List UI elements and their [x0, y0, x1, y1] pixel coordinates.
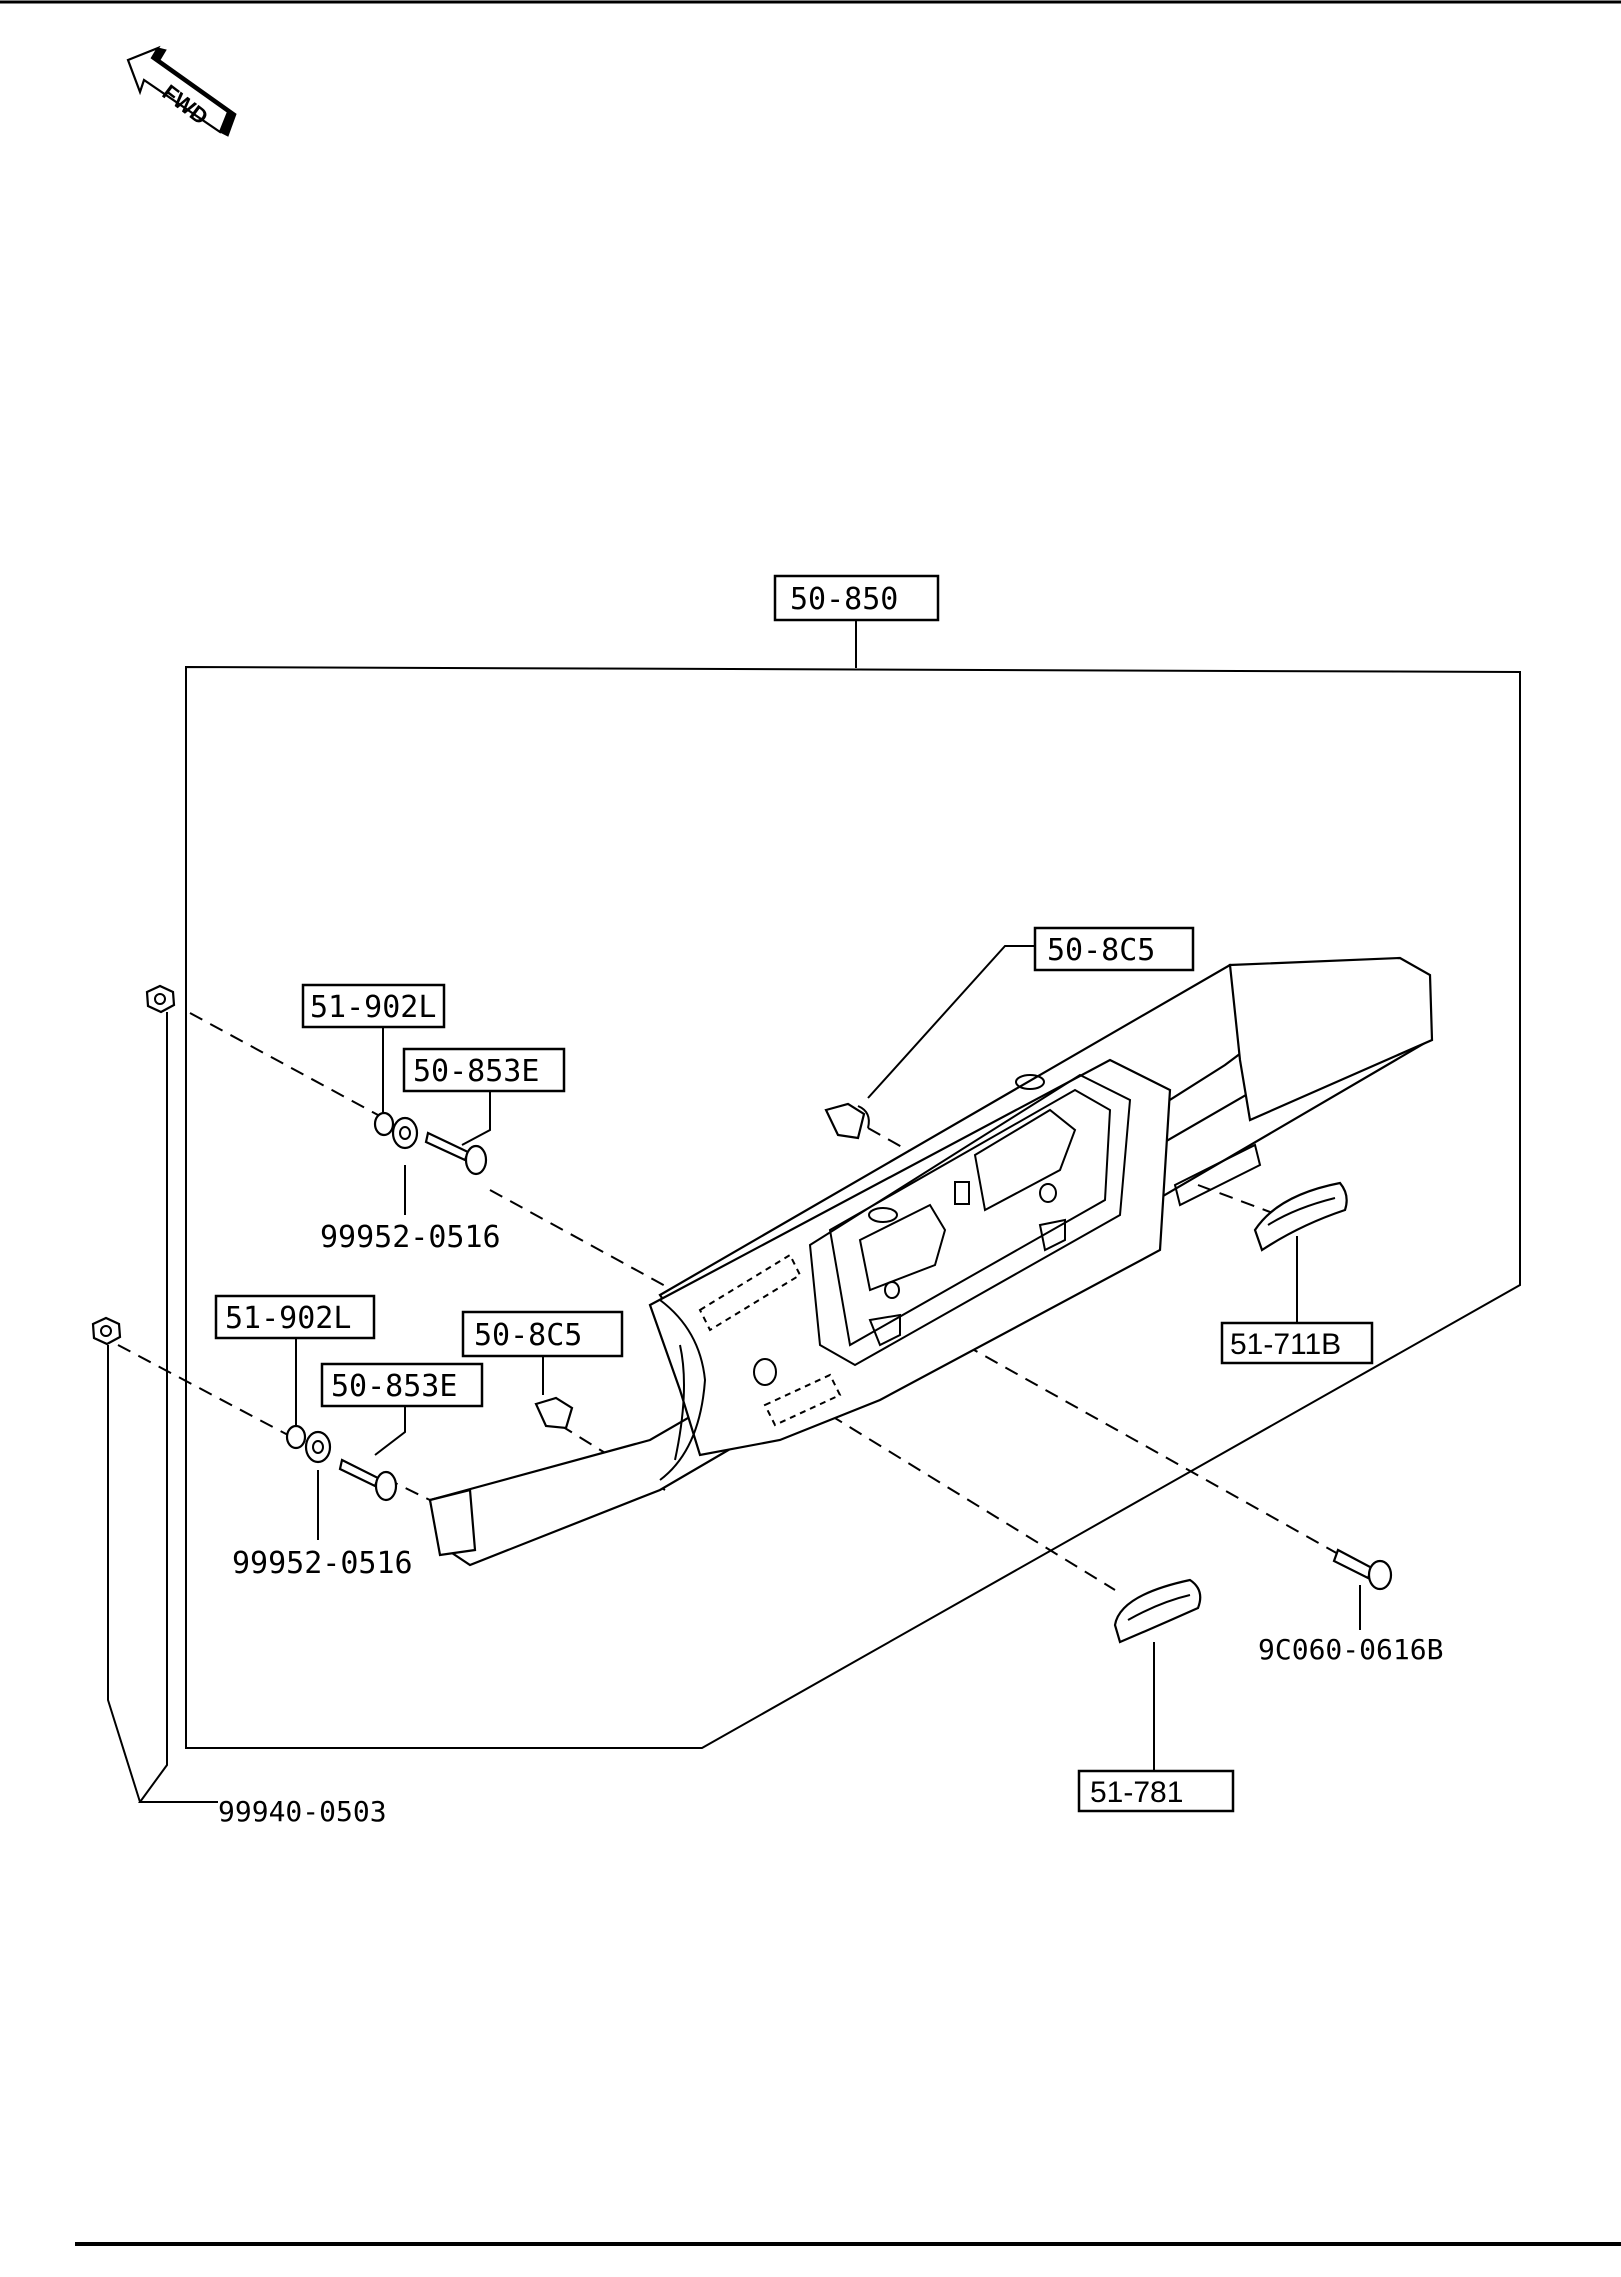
svg-text:50-850: 50-850 [790, 582, 898, 617]
callout-clip-lower[interactable]: 50-8C5 [461, 1310, 624, 1358]
clip-upper-icon [824, 1102, 870, 1140]
svg-text:50-8C5: 50-8C5 [474, 1318, 582, 1353]
svg-text:50-853E: 50-853E [413, 1054, 539, 1089]
callout-washer-upper[interactable]: 51-902L [301, 983, 446, 1029]
leader-lines [107, 945, 1361, 1803]
bolt-right-icon [1332, 1548, 1393, 1591]
assembly-bracket [185, 620, 1521, 1749]
callout-screw-lower[interactable]: 50-853E [320, 1362, 484, 1408]
callout-washer-lower[interactable]: 51-902L [214, 1294, 376, 1340]
washer-upper-icon [373, 1111, 419, 1150]
emblem-bottom-icon [1113, 1578, 1202, 1644]
fwd-arrow-icon: FWD [126, 45, 237, 137]
callout-main-assembly[interactable]: 50-850 [773, 574, 940, 622]
part-number-nuts[interactable]: 99940-0503 [218, 1795, 387, 1828]
svg-text:51-781: 51-781 [1090, 1776, 1183, 1809]
callout-screw-upper[interactable]: 50-853E [402, 1047, 566, 1093]
svg-text:50-8C5: 50-8C5 [1047, 933, 1155, 968]
svg-text:51-902L: 51-902L [310, 990, 436, 1025]
callout-emblem-bottom[interactable]: 51-781 [1077, 1769, 1235, 1813]
part-number-bolt-right[interactable]: 9C060-0616B [1258, 1633, 1443, 1666]
part-number-washer-set-lower[interactable]: 99952-0516 [232, 1546, 413, 1581]
nut-lower-icon [91, 1316, 122, 1346]
clip-lower-icon [534, 1396, 574, 1430]
nut-upper-icon [145, 984, 176, 1014]
svg-text:51-711B: 51-711B [1230, 1328, 1341, 1361]
screw-lower-icon [338, 1458, 398, 1502]
washer-lower-icon [285, 1424, 332, 1464]
callout-clip-upper[interactable]: 50-8C5 [1033, 926, 1195, 972]
part-number-washer-set-upper[interactable]: 99952-0516 [320, 1220, 501, 1255]
callout-emblem-right[interactable]: 51-711B [1220, 1321, 1374, 1365]
screw-upper-icon [424, 1131, 488, 1176]
rear-garnish-panel [428, 956, 1434, 1567]
svg-text:51-902L: 51-902L [225, 1301, 351, 1336]
emblem-right-icon [1253, 1181, 1348, 1252]
svg-text:50-853E: 50-853E [331, 1369, 457, 1404]
